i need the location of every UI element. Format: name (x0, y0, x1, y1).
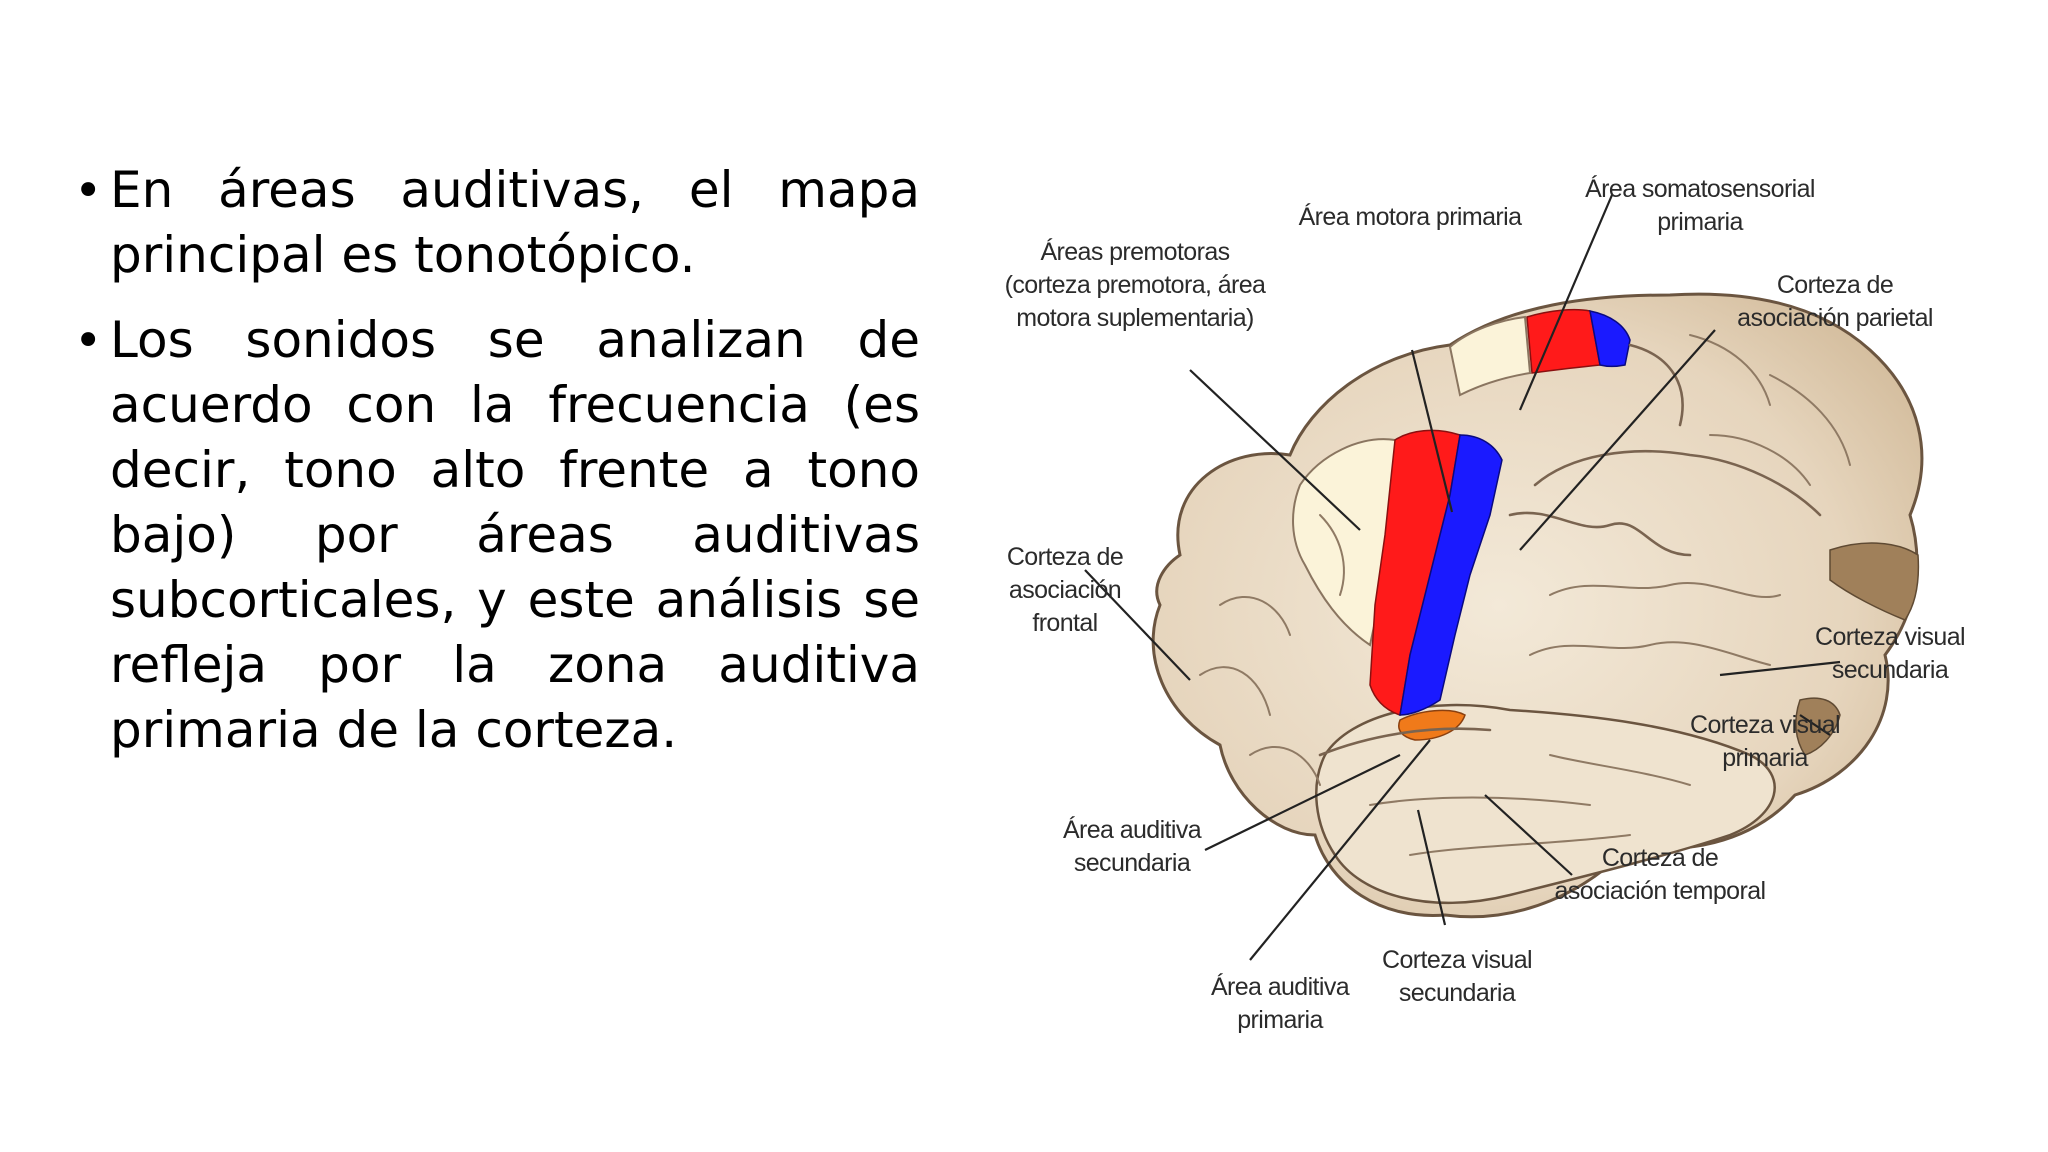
pointer-line (1519, 329, 1716, 551)
label-temporal: asociación temporal (1555, 877, 1766, 905)
pointer-line (1518, 194, 1614, 411)
bullet-item: • Los sonidos se analizan de acuerdo con… (70, 308, 920, 763)
label-premotor: (corteza premotora, área (1005, 271, 1266, 299)
bullet-list: • En áreas auditivas, el mapa principal … (70, 158, 920, 783)
label-visual-secondary-bottom: Corteza visual (1382, 946, 1532, 974)
temporal-lobe (1315, 703, 1776, 905)
bullet-text: En áreas auditivas, el mapa principal es… (110, 161, 920, 284)
pointer-line (1084, 569, 1191, 681)
label-parietal: asociación parietal (1737, 304, 1933, 332)
label-auditory-secondary: Área auditiva (1063, 815, 1202, 844)
label-frontal: asociación (1009, 576, 1121, 604)
bullet-icon: • (74, 313, 103, 369)
label-somatosensory: Área somatosensorial (1585, 174, 1815, 203)
somatosensory-lateral (1399, 434, 1503, 716)
pointer-line (1719, 660, 1841, 677)
label-visual-primary: primaria (1722, 744, 1808, 772)
bullet-icon: • (74, 163, 103, 219)
premotor-area-top (1448, 315, 1532, 397)
brain-illustration: Área motora primaria Área somatosensoria… (1005, 174, 1966, 1034)
label-visual-secondary: secundaria (1832, 656, 1949, 684)
pointer-line (1416, 809, 1447, 926)
label-auditory-secondary: secundaria (1074, 849, 1191, 877)
pointer-line (1249, 739, 1431, 961)
somatosensory-top (1589, 310, 1631, 368)
label-auditory-primary: Área auditiva (1211, 972, 1350, 1001)
pointer-line (1189, 369, 1361, 531)
bullet-item: • En áreas auditivas, el mapa principal … (70, 158, 920, 288)
pointer-line (1484, 794, 1573, 876)
label-motor-primary: Área motora primaria (1299, 202, 1522, 231)
label-visual-primary: Corteza visual (1690, 711, 1840, 739)
label-premotor: Áreas premotoras (1040, 237, 1229, 266)
motor-cortex-top (1526, 308, 1601, 374)
label-frontal: Corteza de (1007, 543, 1123, 571)
bullet-text: Los sonidos se analizan de acuerdo con l… (110, 311, 920, 759)
brain-diagram: Área motora primaria Área somatosensoria… (990, 155, 1990, 1055)
label-visual-secondary: Corteza visual (1815, 623, 1965, 651)
visual-area-secondary (1829, 542, 1920, 621)
label-auditory-primary: primaria (1237, 1006, 1323, 1034)
pointer-line (1799, 714, 1831, 736)
label-frontal: frontal (1032, 609, 1097, 637)
pointer-line (1410, 349, 1454, 513)
label-parietal: Corteza de (1777, 271, 1893, 299)
label-somatosensory: primaria (1657, 208, 1743, 236)
label-visual-secondary-bottom: secundaria (1399, 979, 1516, 1007)
pointer-line (1204, 754, 1401, 851)
label-temporal: Corteza de (1602, 844, 1718, 872)
label-premotor: motora suplementaria) (1016, 304, 1254, 332)
